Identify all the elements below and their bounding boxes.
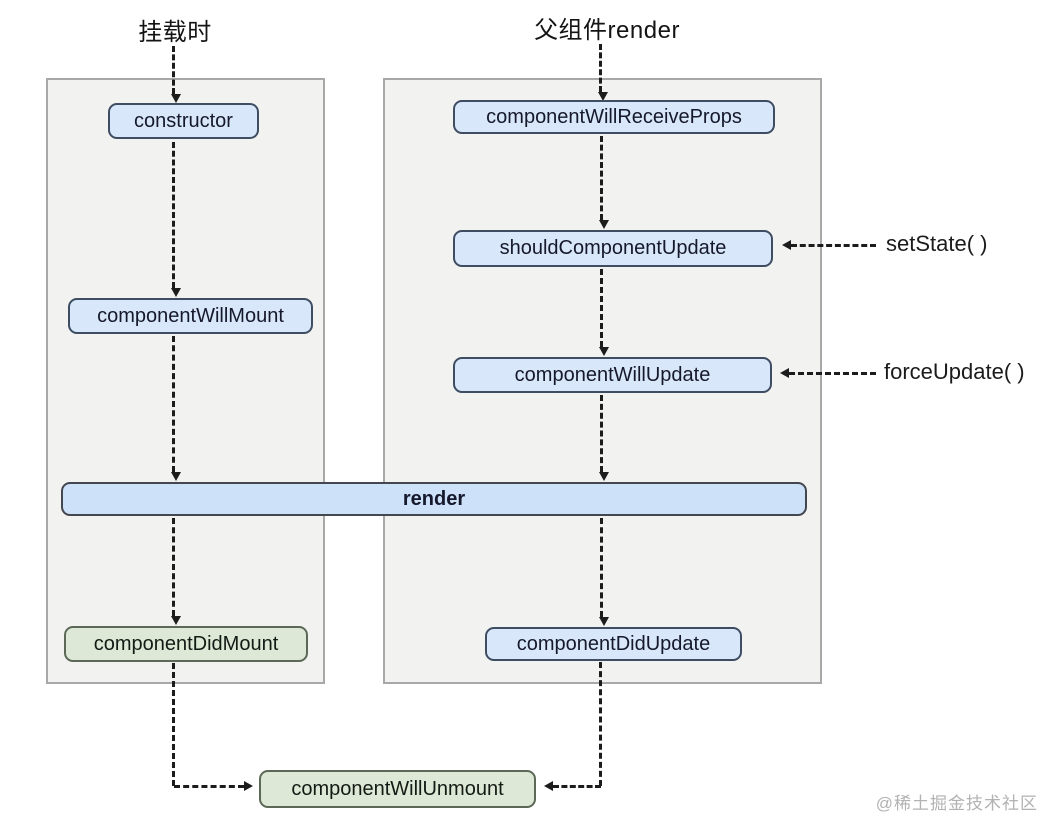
- arrow-will-update-to-render: [599, 395, 609, 481]
- column-title-parent-render: 父组件render: [534, 17, 680, 44]
- connector-did-mount-down: [172, 663, 175, 786]
- arrow-will-mount-to-render: [171, 336, 181, 481]
- arrow-did-update-to-unmount: [544, 781, 601, 791]
- node-component-will-unmount: componentWillUnmount: [259, 770, 536, 808]
- arrow-render-to-did-update: [599, 518, 609, 626]
- arrow-parent-render-to-receive-props: [598, 44, 608, 101]
- panel-mount-phase: [46, 78, 325, 684]
- arrow-mount-to-constructor: [171, 46, 181, 103]
- forceupdate-label: forceUpdate( ): [884, 359, 1025, 384]
- setstate-label: setState( ): [886, 231, 988, 256]
- node-component-will-mount: componentWillMount: [68, 298, 313, 334]
- node-component-did-mount: componentDidMount: [64, 626, 308, 662]
- node-component-will-update: componentWillUpdate: [453, 357, 772, 393]
- arrow-constructor-to-will-mount: [171, 142, 181, 297]
- connector-did-update-down: [599, 662, 602, 786]
- node-component-did-update: componentDidUpdate: [485, 627, 742, 661]
- watermark: @稀土掘金技术社区: [875, 794, 1038, 813]
- arrow-forceupdate-to-will-update: [780, 368, 876, 378]
- arrow-setstate-to-should-update: [782, 240, 876, 250]
- arrow-receive-props-to-should-update: [599, 136, 609, 229]
- arrow-did-mount-to-unmount: [174, 781, 253, 791]
- column-title-mount: 挂载时: [138, 19, 212, 46]
- arrow-render-to-did-mount: [171, 518, 181, 625]
- node-render: render: [61, 482, 807, 516]
- node-component-will-receive-props: componentWillReceiveProps: [453, 100, 775, 134]
- arrow-should-update-to-will-update: [599, 269, 609, 356]
- node-constructor: constructor: [108, 103, 259, 139]
- node-should-component-update: shouldComponentUpdate: [453, 230, 773, 267]
